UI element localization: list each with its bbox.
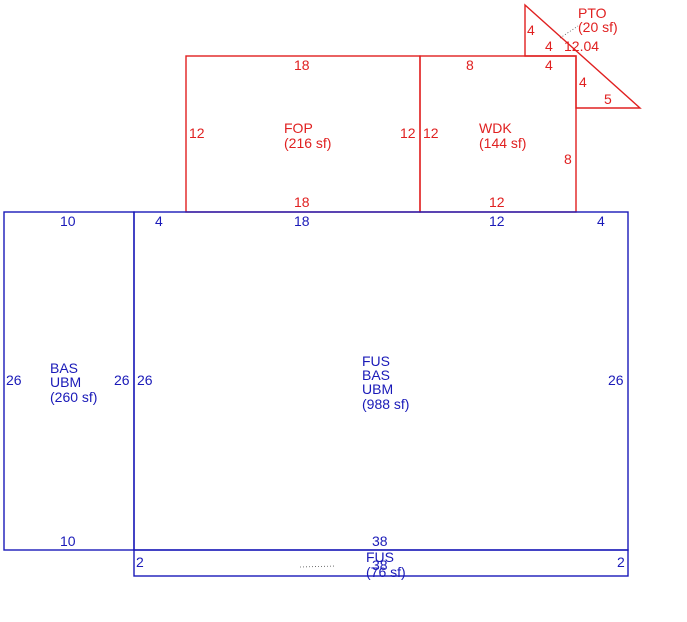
fus-bottom-label: FUS — [366, 549, 394, 565]
bas-left-label-1: BAS — [50, 360, 78, 376]
pto-area-value: (20 sf) — [578, 19, 618, 35]
bas-left-label-2: UBM — [50, 374, 81, 390]
fus-main-label-2: BAS — [362, 367, 390, 383]
fus-main-dim-top-right: 12 — [489, 213, 505, 229]
fus-main-dim-bottom: 38 — [372, 533, 388, 549]
wdk-area: WDK (144 sf) 8 12 8 12 — [419, 55, 577, 213]
pto-label: PTO — [578, 5, 607, 21]
fop-area-value: (216 sf) — [284, 135, 331, 151]
fop-dim-left: 12 — [189, 125, 205, 141]
bas-left-dim-bottom: 10 — [60, 533, 76, 549]
pto-dim-bottom: 5 — [604, 91, 612, 107]
bas-left-area-value: (260 sf) — [50, 389, 97, 405]
fop-dim-bottom: 18 — [294, 194, 310, 210]
fus-bottom-area: FUS (76 sf) 2 2 38 — [133, 549, 629, 580]
fus-main-area: FUS BAS UBM (988 sf) 4 18 12 4 26 26 38 — [133, 211, 629, 551]
bas-left-dim-top: 10 — [60, 213, 76, 229]
wdk-dim-left: 12 — [423, 125, 439, 141]
bas-left-area: BAS UBM (260 sf) 10 26 26 10 — [3, 211, 135, 551]
fus-bottom-dim-bottom: 38 — [372, 557, 388, 573]
wdk-area-value: (144 sf) — [479, 135, 526, 151]
fus-bottom-area-value: (76 sf) — [366, 564, 406, 580]
fus-main-label-3: UBM — [362, 381, 393, 397]
wdk-dim-top: 8 — [466, 57, 474, 73]
fus-main-dim-top-end: 4 — [597, 213, 605, 229]
fus-bottom-dim-left: 2 — [136, 554, 144, 570]
bas-left-dim-left: 26 — [6, 372, 22, 388]
fop-area: FOP (216 sf) 18 12 12 18 — [185, 55, 421, 213]
fus-main-dim-right: 26 — [608, 372, 624, 388]
pto-dim-inner: 4 — [545, 38, 553, 54]
wdk-dim-right: 8 — [564, 151, 572, 167]
fus-bottom-outline — [133, 549, 629, 577]
pto-dim-left: 4 — [527, 22, 535, 38]
bas-left-dim-right: 26 — [114, 372, 130, 388]
fus-main-dim-top-mid: 18 — [294, 213, 310, 229]
fus-main-label-1: FUS — [362, 353, 390, 369]
pto-leader — [559, 25, 579, 39]
wdk-dim-bottom: 12 — [489, 194, 505, 210]
fus-main-area-value: (988 sf) — [362, 396, 409, 412]
fop-dim-top: 18 — [294, 57, 310, 73]
pto-dim-hypotenuse: 12.04 — [564, 38, 599, 54]
wdk-label: WDK — [479, 120, 512, 136]
fop-dim-right: 12 — [400, 125, 416, 141]
pto-area: PTO (20 sf) 4 4 12.04 4 4 5 — [524, 3, 642, 109]
fus-main-dim-left: 26 — [137, 372, 153, 388]
fus-main-dim-top-left: 4 — [155, 213, 163, 229]
fus-bottom-dim-right: 2 — [617, 554, 625, 570]
fus-bottom-leader — [299, 565, 337, 568]
pto-dim-top: 4 — [545, 57, 553, 73]
fop-label: FOP — [284, 120, 313, 136]
pto-dim-side: 4 — [579, 74, 587, 90]
